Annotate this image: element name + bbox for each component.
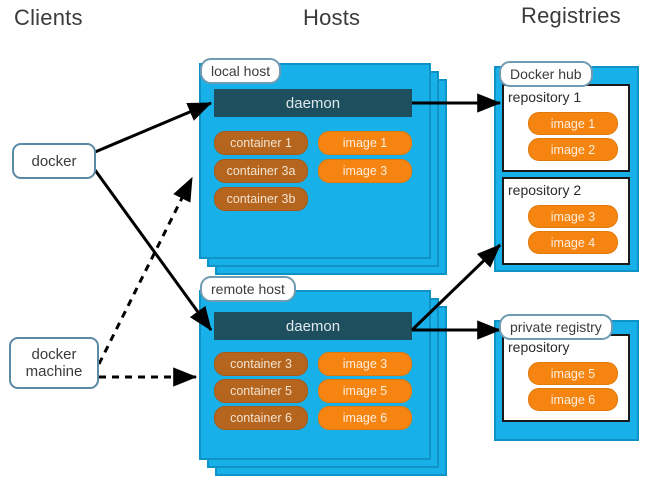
docker-hub-repo2-image-2-label: image 4 bbox=[550, 235, 596, 250]
remote-host-container-3-label: container 6 bbox=[230, 411, 292, 425]
remote-host-image-1-label: image 3 bbox=[342, 357, 388, 371]
docker-hub-repo1-image-2[interactable]: image 2 bbox=[528, 138, 618, 161]
private-registry-repository-title: repository bbox=[508, 339, 570, 355]
docker-hub-repo2-image-1[interactable]: image 3 bbox=[528, 205, 618, 228]
local-host-label: local host bbox=[200, 58, 282, 84]
remote-host-daemon[interactable]: daemon bbox=[214, 312, 412, 340]
docker-hub-repo2-image-1-label: image 3 bbox=[550, 209, 596, 224]
arrow-docker-to-local-daemon bbox=[94, 101, 213, 154]
local-host-image-1-label: image 1 bbox=[342, 136, 388, 150]
private-registry-image-2-label: image 6 bbox=[550, 392, 596, 407]
client-docker-machine-label-2: machine bbox=[25, 363, 83, 380]
local-host-container-1-label: container 1 bbox=[230, 136, 292, 150]
private-registry-image-2[interactable]: image 6 bbox=[528, 388, 618, 411]
private-registry-image-1-label: image 5 bbox=[550, 366, 596, 381]
remote-host-container-3[interactable]: container 6 bbox=[214, 406, 308, 430]
local-host-image-2-label: image 3 bbox=[342, 164, 388, 178]
docker-hub-repository-1-title: repository 1 bbox=[508, 89, 582, 105]
client-docker-label: docker bbox=[31, 152, 77, 170]
remote-host-daemon-label: daemon bbox=[285, 317, 341, 335]
docker-hub-label-text: Docker hub bbox=[510, 66, 582, 82]
remote-host-label-text: remote host bbox=[211, 281, 285, 297]
remote-host-image-3[interactable]: image 6 bbox=[318, 406, 412, 430]
local-host-container-3-label: container 3b bbox=[226, 192, 296, 206]
private-registry-image-1[interactable]: image 5 bbox=[528, 362, 618, 385]
column-header-hosts: Hosts bbox=[303, 5, 361, 30]
remote-host-image-1[interactable]: image 3 bbox=[318, 352, 412, 376]
local-host-daemon[interactable]: daemon bbox=[214, 89, 412, 117]
local-host-label-text: local host bbox=[211, 63, 271, 79]
client-docker-machine-label-1: docker bbox=[31, 346, 77, 363]
remote-host-container-1-label: container 3 bbox=[230, 357, 292, 371]
arrow-docker-to-remote-daemon bbox=[93, 169, 213, 331]
client-docker[interactable]: docker bbox=[12, 143, 96, 179]
client-docker-machine[interactable]: docker machine bbox=[9, 337, 99, 389]
local-host-stack: daemon container 1 container 3a containe… bbox=[199, 63, 447, 278]
local-host-container-3[interactable]: container 3b bbox=[214, 187, 308, 211]
docker-hub-repository-2-title: repository 2 bbox=[508, 182, 582, 198]
local-host-image-2[interactable]: image 3 bbox=[318, 159, 412, 183]
remote-host-image-2[interactable]: image 5 bbox=[318, 379, 412, 403]
local-host-container-2[interactable]: container 3a bbox=[214, 159, 308, 183]
private-registry-label: private registry bbox=[499, 314, 613, 340]
local-host-image-1[interactable]: image 1 bbox=[318, 131, 412, 155]
local-host-daemon-label: daemon bbox=[285, 94, 341, 112]
remote-host-image-2-label: image 5 bbox=[342, 384, 388, 398]
private-registry-label-text: private registry bbox=[510, 319, 602, 335]
local-host-container-1[interactable]: container 1 bbox=[214, 131, 308, 155]
remote-host-image-3-label: image 6 bbox=[342, 411, 388, 425]
docker-hub-label: Docker hub bbox=[499, 61, 593, 87]
docker-hub-repo1-image-1-label: image 1 bbox=[550, 116, 596, 131]
column-header-registries: Registries bbox=[521, 3, 621, 28]
column-header-clients: Clients bbox=[14, 5, 83, 30]
remote-host-stack: daemon container 3 container 5 container… bbox=[199, 290, 449, 490]
docker-hub-repo1-image-1[interactable]: image 1 bbox=[528, 112, 618, 135]
remote-host-label: remote host bbox=[200, 276, 296, 302]
docker-hub-repo2-image-2[interactable]: image 4 bbox=[528, 231, 618, 254]
remote-host-container-2[interactable]: container 5 bbox=[214, 379, 308, 403]
docker-hub-repo1-image-2-label: image 2 bbox=[550, 142, 596, 157]
remote-host-container-2-label: container 5 bbox=[230, 384, 292, 398]
arrow-docker-machine-to-local-host bbox=[97, 176, 194, 365]
local-host-container-2-label: container 3a bbox=[226, 164, 296, 178]
remote-host-container-1[interactable]: container 3 bbox=[214, 352, 308, 376]
